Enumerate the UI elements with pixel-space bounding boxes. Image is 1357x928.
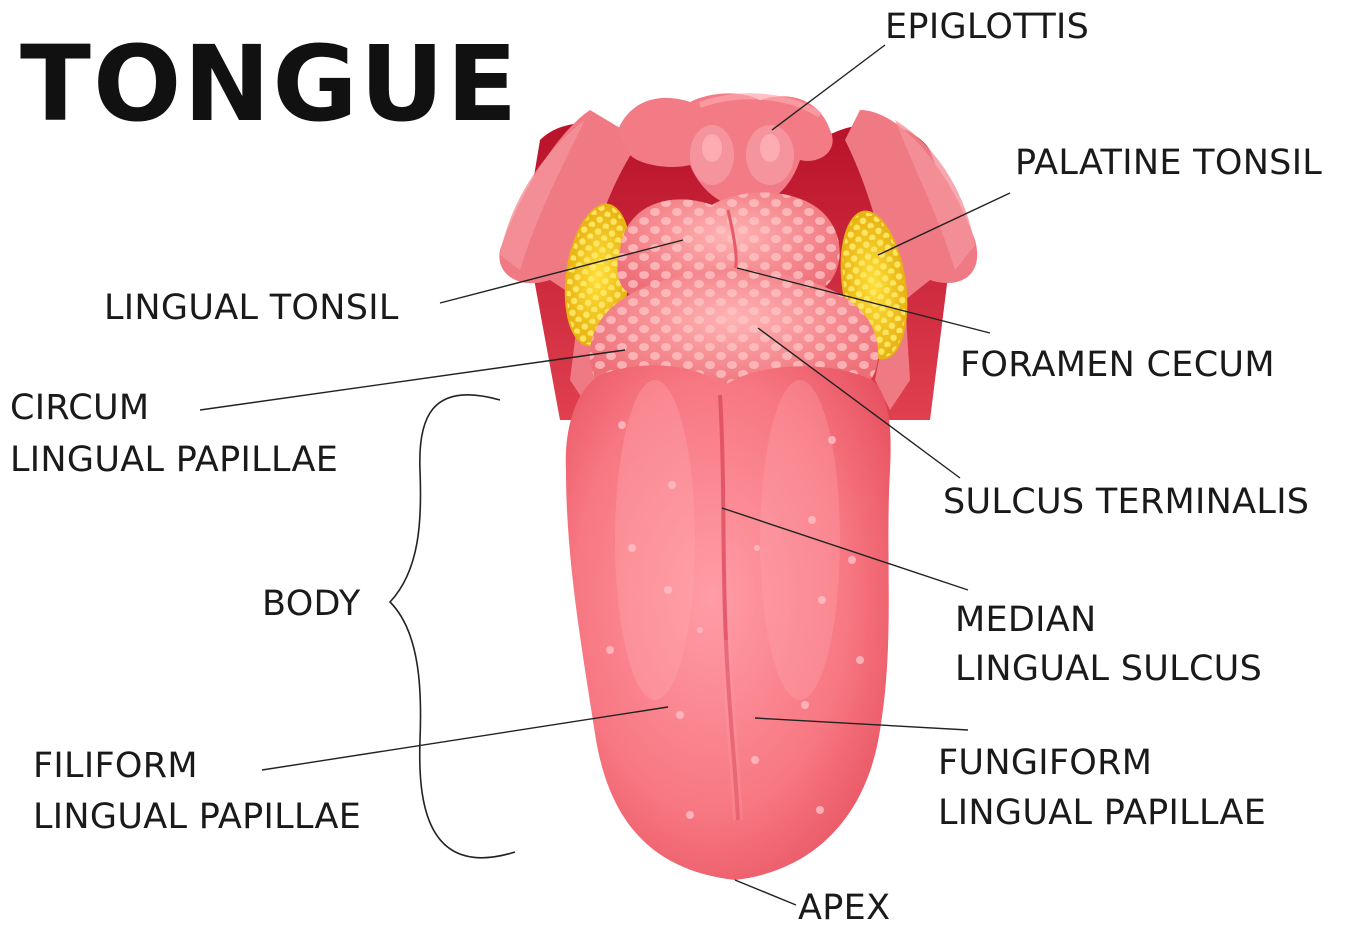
label-body: BODY xyxy=(262,579,361,629)
body-bracket xyxy=(390,395,515,858)
label-palatine-tonsil: PALATINE TONSIL xyxy=(1015,138,1322,188)
label-apex: APEX xyxy=(798,883,890,928)
page-title: TONGUE xyxy=(20,24,519,144)
label-filiform-line1: FILIFORM xyxy=(33,741,198,791)
label-sulcus-terminalis: SULCUS TERMINALIS xyxy=(943,477,1309,527)
label-median-line1: MEDIAN xyxy=(955,595,1097,645)
tongue-body-shape xyxy=(566,365,891,880)
label-fungiform-line2: LINGUAL PAPILLAE xyxy=(938,788,1266,838)
label-circum-line1: CIRCUM xyxy=(10,383,149,433)
label-lingual-tonsil: LINGUAL TONSIL xyxy=(104,283,399,333)
label-median-line2: LINGUAL SULCUS xyxy=(955,644,1262,694)
label-circum-line2: LINGUAL PAPILLAE xyxy=(10,435,338,485)
label-fungiform-line1: FUNGIFORM xyxy=(938,738,1152,788)
label-epiglottis: EPIGLOTTIS xyxy=(885,2,1089,52)
label-foramen-cecum: FORAMEN CECUM xyxy=(960,340,1275,390)
label-filiform-line2: LINGUAL PAPILLAE xyxy=(33,792,361,842)
